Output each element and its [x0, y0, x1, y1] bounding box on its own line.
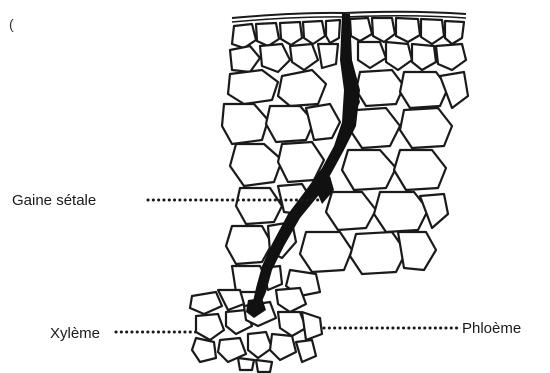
phloeme-label: Phloème — [462, 320, 521, 337]
xyleme-label: Xylème — [50, 325, 100, 342]
corner-mark: ( — [9, 16, 14, 32]
gaine-label: Gaine sétale — [12, 192, 96, 209]
